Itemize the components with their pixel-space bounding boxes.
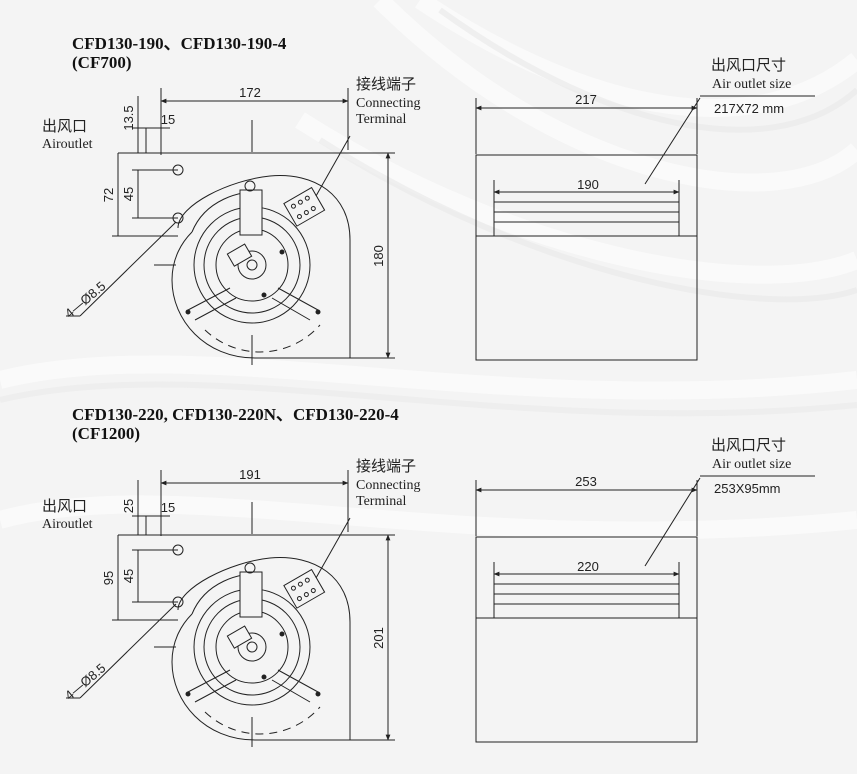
s2-fan-dim-text: 191 25 15 95 45 201 4—Ø8.5 xyxy=(62,467,386,703)
s1-outlet-size-cn: 出风口尺寸 xyxy=(711,56,787,74)
s2-outlet-drawing xyxy=(475,475,815,743)
s2-outlet-inner: 220 xyxy=(577,559,599,574)
s2-outlet-size-value: 253X95mm xyxy=(714,481,781,496)
s1-dim-15: 15 xyxy=(161,112,175,127)
s1-terminal-en2: Terminal xyxy=(356,112,407,127)
section2-title-line2: (CF1200) xyxy=(72,424,140,443)
s2-dim-width: 191 xyxy=(239,467,261,482)
s2-dim-72: 95 xyxy=(101,571,116,585)
s1-outlet-size-en: Air outlet size xyxy=(712,77,792,92)
s1-dim-width: 172 xyxy=(239,85,261,100)
s2-outlet-size-cn: 出风口尺寸 xyxy=(711,436,787,454)
s2-dim-hole: 4—Ø8.5 xyxy=(62,660,109,703)
section1-title: CFD130-190、CFD130-190-4 (CF700) xyxy=(72,34,286,72)
s2-dim-45: 45 xyxy=(121,569,136,583)
s2-outlet-cn: 出风口 xyxy=(42,497,88,515)
s2-dim-15: 15 xyxy=(161,500,175,515)
s1-terminal-en1: Connecting xyxy=(356,96,421,111)
section2-title: CFD130-220, CFD130-220N、CFD130-220-4 (CF… xyxy=(72,405,399,443)
s1-outlet-outer: 217 xyxy=(575,92,597,107)
s2-outlet-en: Airoutlet xyxy=(42,517,93,532)
s2-outlet-outer: 253 xyxy=(575,474,597,489)
s1-outlet-size-value: 217X72 mm xyxy=(714,101,785,116)
s1-outlet-drawing xyxy=(475,95,815,361)
section2-title-line1: CFD130-220, CFD130-220N、CFD130-220-4 xyxy=(72,405,399,424)
s1-dim-45: 45 xyxy=(121,187,136,201)
s1-outlet-en: Airoutlet xyxy=(42,137,93,152)
section1-title-line2: (CF700) xyxy=(72,53,132,72)
s2-terminal-en1: Connecting xyxy=(356,478,421,493)
s2-dim-top: 25 xyxy=(121,499,136,513)
s1-dim-height: 180 xyxy=(371,245,386,267)
s2-fan-drawing xyxy=(66,470,395,747)
s2-terminal-cn: 接线端子 xyxy=(356,457,417,475)
s1-dim-hole: 4—Ø8.5 xyxy=(62,278,109,321)
s2-outlet-size-en: Air outlet size xyxy=(712,457,792,472)
s1-fan-dim-text: 172 13.5 15 72 45 180 4—Ø8.5 xyxy=(62,85,386,321)
s2-dim-height: 201 xyxy=(371,627,386,649)
s1-dim-72: 72 xyxy=(101,188,116,202)
s2-outlet-dim-text: 253 220 xyxy=(575,474,599,574)
s1-terminal-cn: 接线端子 xyxy=(356,75,417,93)
section1-title-line1: CFD130-190、CFD130-190-4 xyxy=(72,34,287,53)
s1-fan-drawing xyxy=(66,88,395,365)
s1-outlet-inner: 190 xyxy=(577,177,599,192)
s2-terminal-en2: Terminal xyxy=(356,494,407,509)
s1-outlet-cn: 出风口 xyxy=(42,117,88,135)
s1-outlet-dim-text: 217 190 xyxy=(575,92,599,192)
s1-dim-top: 13.5 xyxy=(121,105,136,130)
